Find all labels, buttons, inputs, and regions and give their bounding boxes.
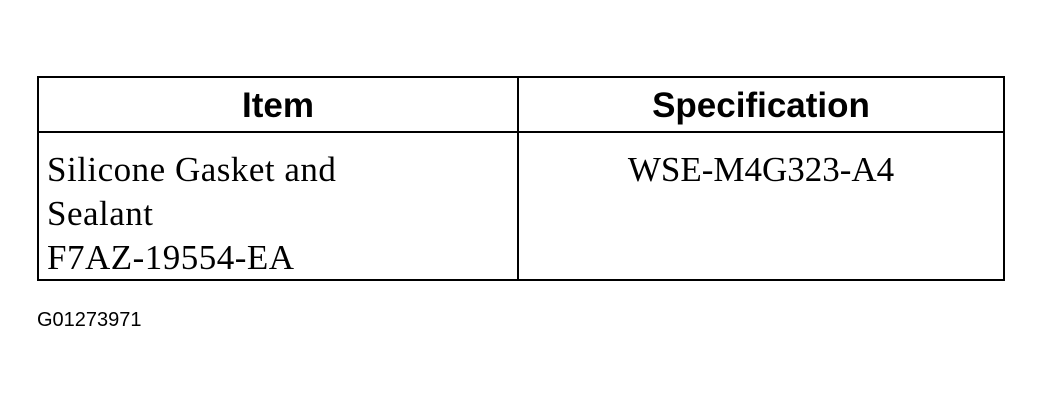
item-cell: Silicone Gasket and Sealant F7AZ-19554-E… xyxy=(39,133,519,280)
item-column-header: Item xyxy=(39,78,519,133)
specification-table: Item Specification Silicone Gasket and S… xyxy=(37,76,1005,281)
specification-column-header: Specification xyxy=(519,78,1003,133)
specification-cell: WSE-M4G323-A4 xyxy=(519,133,1003,280)
specification-value: WSE-M4G323-A4 xyxy=(627,150,895,189)
figure-id-label: G01273971 xyxy=(37,309,142,331)
item-line: Silicone Gasket and xyxy=(47,150,337,189)
item-part-number: F7AZ-19554-EA xyxy=(47,238,295,277)
item-line: Sealant xyxy=(47,194,154,233)
